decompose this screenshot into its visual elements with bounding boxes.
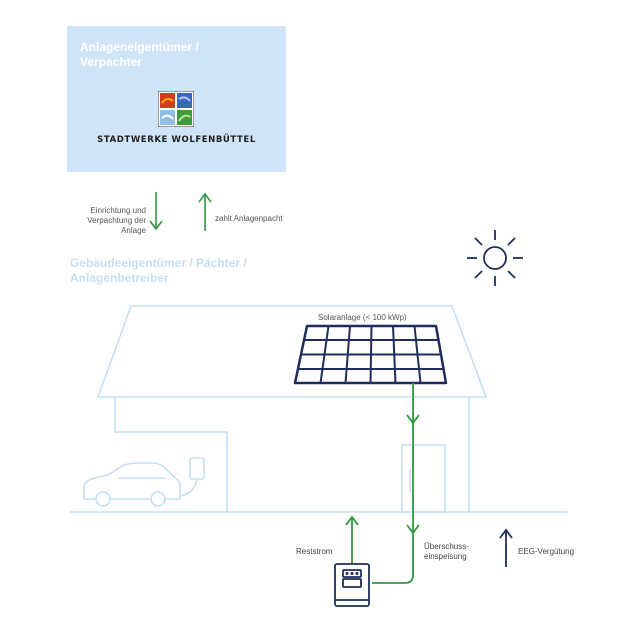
owner-title: Anlageneigentümer / Verpachter (80, 40, 199, 69)
eeg-label: EEG-Vergütung (518, 547, 575, 556)
reststrom-label: Reststrom (296, 547, 333, 556)
eeg-arrow-icon (499, 528, 513, 567)
stadtwerke-logo (158, 91, 194, 127)
einspeisung-label: Überschuss-einspeisung (424, 542, 469, 561)
up-arrow-label: zahlt Anlagenpacht (215, 214, 283, 223)
sun-icon (467, 230, 523, 286)
up-arrow-icon (198, 192, 212, 231)
wallbox-icon (180, 457, 205, 497)
house-outline (70, 305, 568, 513)
solar-label: Solaranlage (< 100 kWp) (318, 313, 407, 322)
owner-box: Anlageneigentümer / Verpachter STADTWERK… (67, 26, 286, 172)
reststrom-arrow-icon (345, 515, 359, 564)
tenant-title: Gebäudeeigentümer / Pächter / Anlagenbet… (70, 256, 247, 285)
feed-in-line (372, 383, 420, 584)
down-arrow-label: Einrichtung und Verpachtung der Anlage (87, 206, 146, 235)
meter-icon (334, 563, 370, 607)
company-name: STADTWERKE WOLFENBÜTTEL (97, 135, 256, 145)
car-icon (83, 462, 181, 507)
down-arrow-icon (149, 192, 163, 231)
solar-panel (293, 324, 448, 385)
